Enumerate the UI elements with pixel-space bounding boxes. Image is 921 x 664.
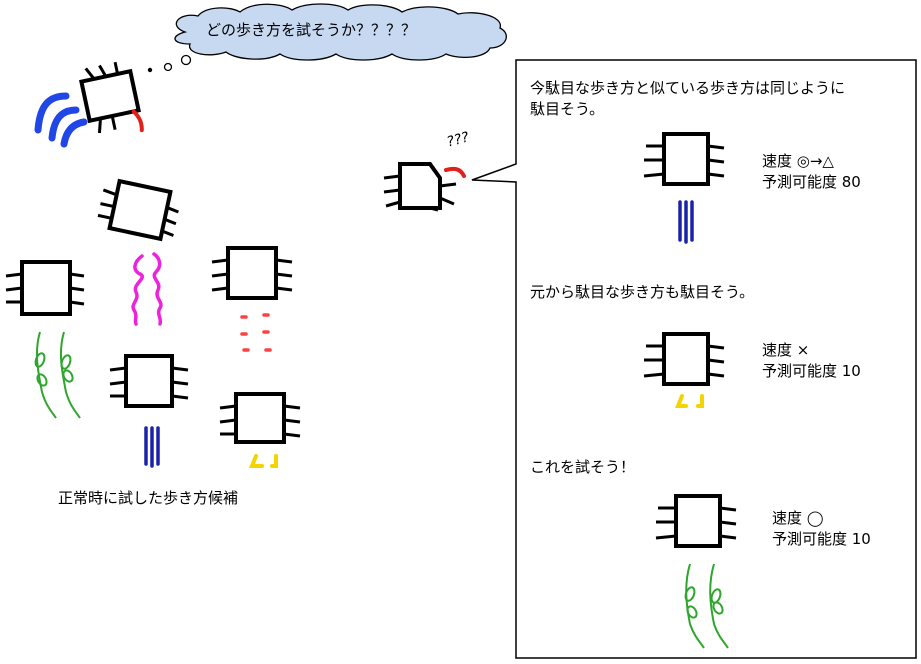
robot-thinking [79,61,144,134]
thought-cloud [147,3,507,73]
section1-predictability: 予測可能度 80 [762,173,861,191]
section2-speed: 速度 × [762,341,810,359]
robot-candidate-magenta [97,178,179,326]
section3-speed: 速度 ◯ [772,509,824,527]
panel-robot-3 [655,494,737,649]
thought-text: どの歩き方を試そうか？？？？ [206,21,417,39]
robot-candidate-dots [211,246,293,352]
panel-line-1: 今駄目な歩き方と似ている歩き方は同じように [530,79,846,97]
robot-candidate-navy [109,354,189,468]
left-caption: 正常時に試した歩き方候補 [58,489,239,507]
panel-robot-2 [643,332,725,408]
blue-wave-strokes [34,92,88,148]
robot-candidate-yellow [219,392,301,468]
panel-robot-1 [643,132,725,244]
section3-predictability: 予測可能度 10 [772,530,871,548]
panel-note-3: これを試そう！ [530,458,636,476]
section1-speed: 速度 ◎→△ [762,152,834,170]
robot-candidate-green [5,260,85,419]
robot-confused [383,162,466,212]
panel-line-2: 駄目そう。 [530,100,605,118]
panel-note-2: 元から駄目な歩き方も駄目そう。 [530,283,755,301]
section2-predictability: 予測可能度 10 [762,362,861,380]
